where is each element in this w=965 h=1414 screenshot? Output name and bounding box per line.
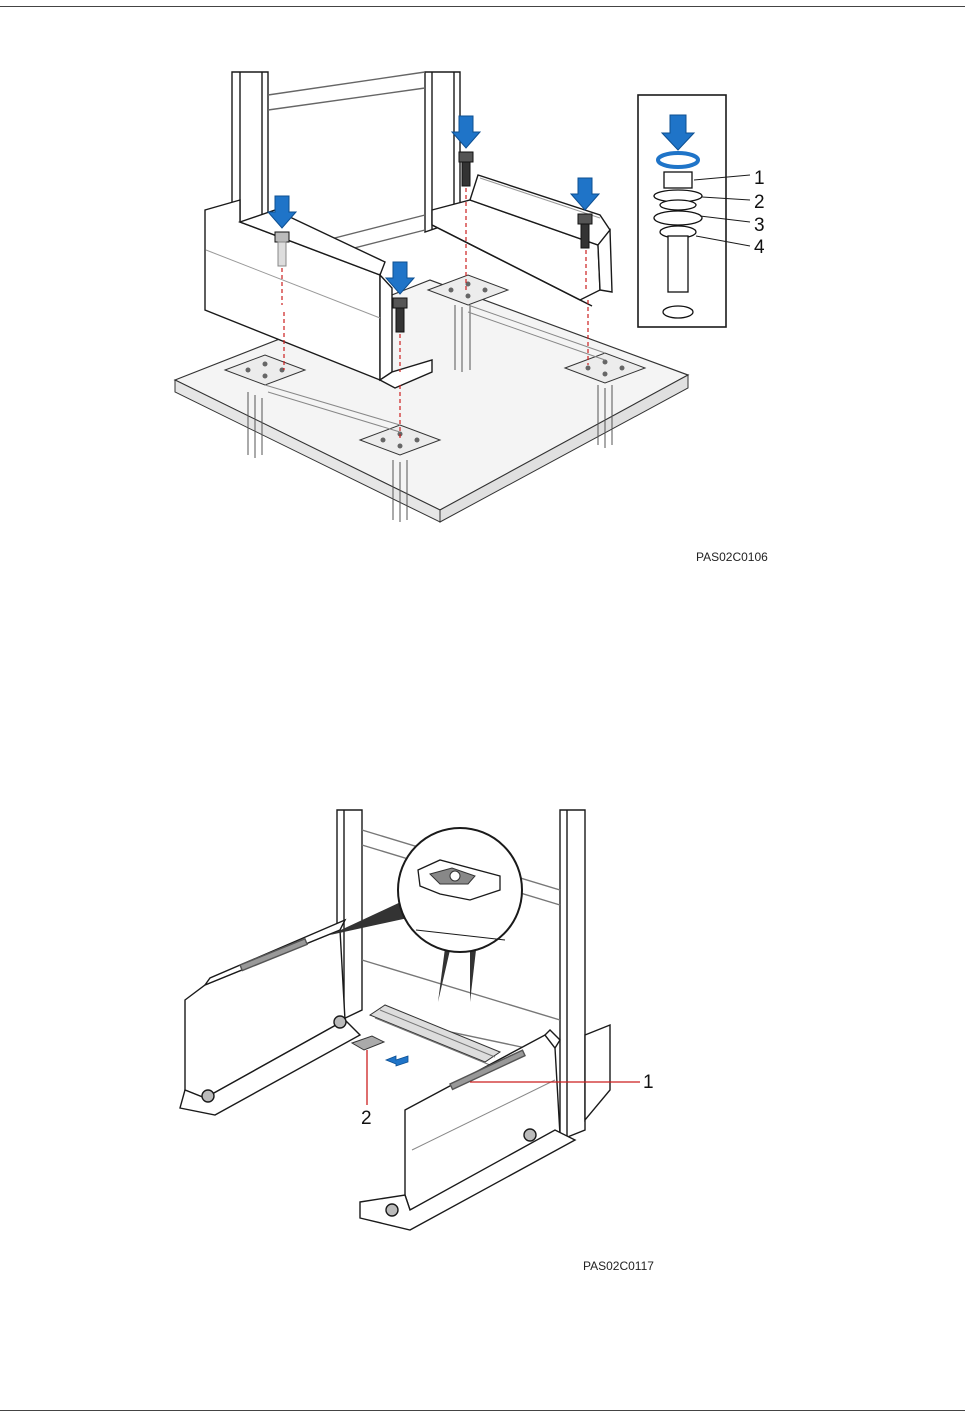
callout-4: 4 — [754, 237, 765, 258]
figure-1-id: PAS02C0106 — [696, 550, 768, 564]
figure-2-base-cable-tray: 1 2 PAS02C0117 — [0, 790, 965, 1290]
bolt-detail-inset — [638, 95, 750, 327]
cable-clip — [352, 1036, 384, 1050]
push-arrow-icon — [386, 1056, 408, 1066]
callout-1: 1 — [754, 168, 765, 189]
base-bracket-left — [180, 920, 360, 1115]
callout-1: 1 — [643, 1072, 654, 1093]
callout-2: 2 — [754, 192, 765, 213]
cable-tray — [370, 1005, 500, 1065]
footer-rule — [0, 1410, 965, 1411]
figure-2-id: PAS02C0117 — [583, 1259, 654, 1273]
callout-3: 3 — [754, 215, 765, 236]
figure-1-base-installation: 1 2 3 4 PAS02C0106 — [0, 0, 965, 600]
callout-2: 2 — [361, 1108, 372, 1129]
